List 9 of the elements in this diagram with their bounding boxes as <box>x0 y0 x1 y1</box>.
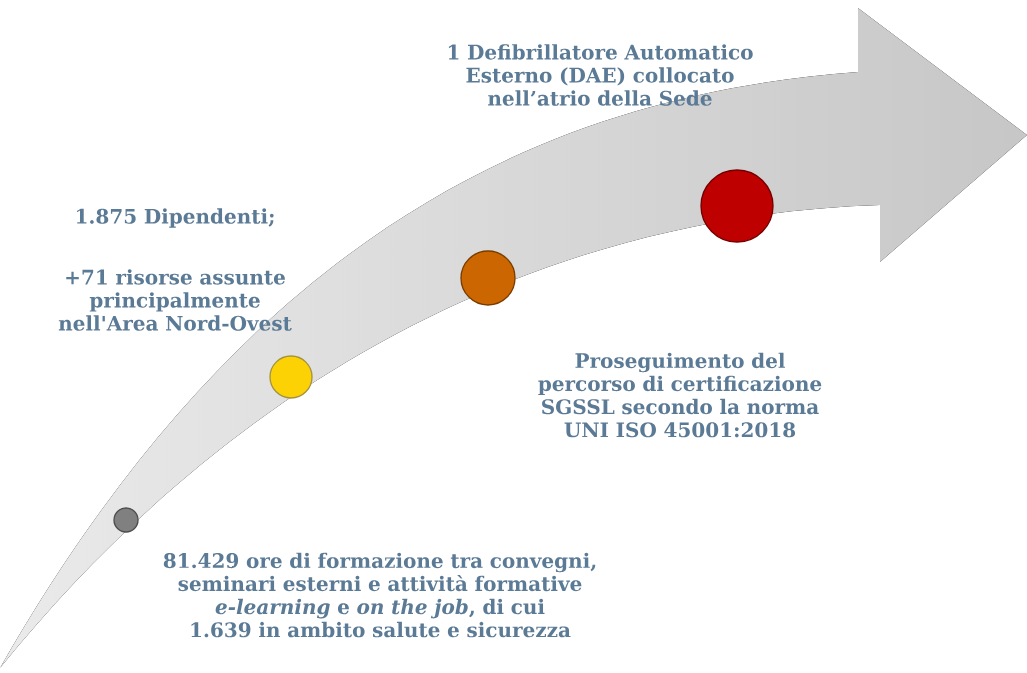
ball-marker <box>460 250 516 306</box>
milestone-text: 1 Defibrillatore Automatico Esterno (DAE) collocato nell’atrio della Sede <box>448 44 753 106</box>
ball-marker <box>269 355 313 399</box>
ball-marker <box>113 507 139 533</box>
milestone-text: +71 risorse assunte principalmente nell'Area Nord-Ovest <box>58 269 292 331</box>
milestone-text: 1.875 Dipendenti; <box>77 208 274 228</box>
milestone-text: Proseguimento del percorso di certificazione SGSSL secondo la norma UNI ISO 45001:2018 <box>538 352 822 438</box>
milestone-text: 81.429 ore di formazione tra convegni, seminari esterni e attività formative e-learning e on the job, di cui 1.639 in ambito salute e sicurezza <box>163 552 596 638</box>
ball-marker <box>700 169 774 243</box>
